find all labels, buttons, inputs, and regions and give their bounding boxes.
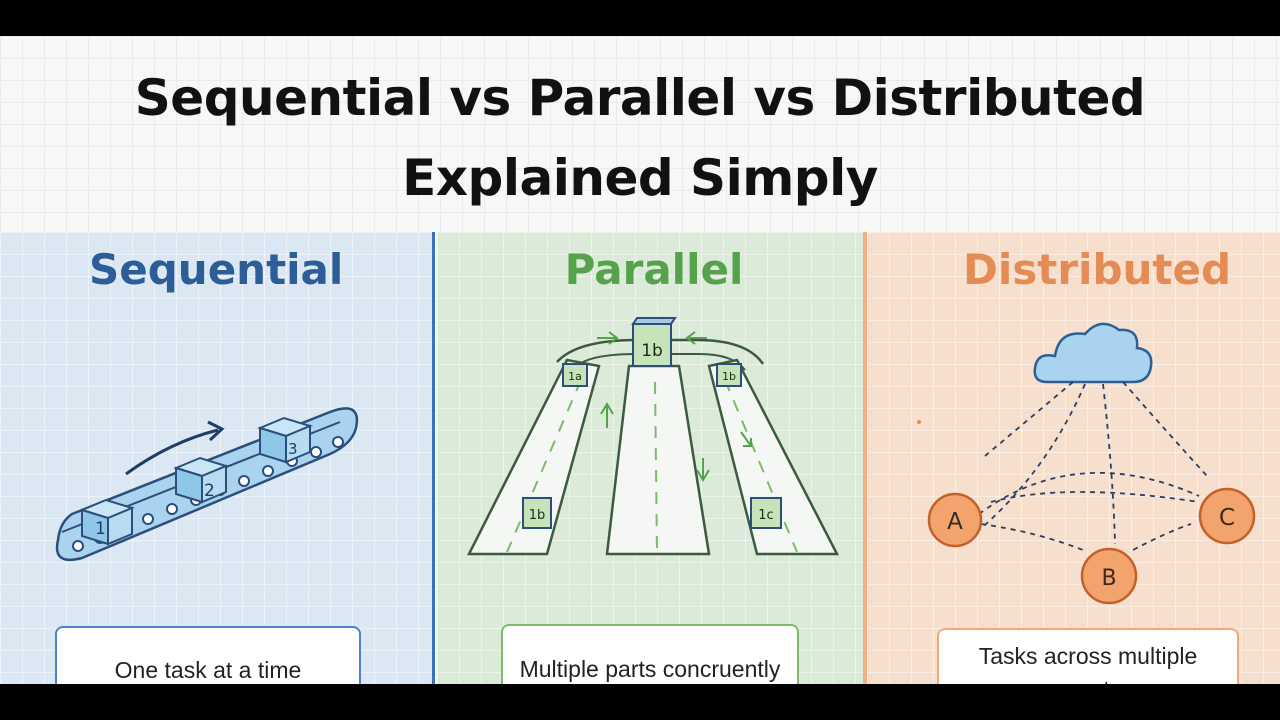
network-links [976, 381, 1208, 551]
distributed-network-illustration: A B C [917, 322, 1256, 605]
lane-right [707, 358, 840, 556]
sequential-divider [432, 232, 435, 684]
distributed-caption: Tasks across multiple computers [937, 628, 1239, 684]
sequential-panel: Sequential 1 [0, 232, 432, 684]
node-c: C [1198, 487, 1256, 545]
node-b: B [1080, 547, 1138, 605]
task-box-2: 2 [173, 456, 229, 504]
task-box-1-label: 1 [95, 519, 106, 539]
node-b-label: B [1101, 566, 1116, 591]
conveyor-belt-illustration: 1 2 3 [55, 407, 359, 562]
part-box-top-label: 1b [641, 341, 663, 361]
title-line-1: Sequential vs Parallel vs Distributed [134, 69, 1146, 127]
part-box-left-low: 1b [522, 497, 552, 529]
part-box-1a-label: 1a [568, 370, 582, 383]
task-box-3: 3 [257, 416, 313, 464]
title-line-2: Explained Simply [402, 149, 878, 207]
part-box-1c-label: 1c [758, 508, 773, 523]
part-box-left-low-label: 1b [529, 508, 546, 523]
parallel-caption: Multiple parts concruently [501, 624, 799, 684]
part-box-1c: 1c [750, 497, 782, 529]
node-a: A [927, 492, 983, 548]
part-box-right-top-label: 1b [722, 370, 736, 383]
distributed-heading: Distributed [963, 245, 1232, 294]
parallel-lanes-illustration: 1b 1a 1b 1b 1c [466, 317, 840, 556]
sequential-caption: One task at a time [55, 626, 361, 684]
distributed-panel: Distributed A B [867, 232, 1280, 684]
slide-frame: Sequential vs Parallel vs Distributed Ex… [0, 36, 1280, 684]
lane-left [466, 358, 601, 556]
slide-title: Sequential vs Parallel vs Distributed Ex… [0, 58, 1280, 218]
task-box-3-label: 3 [288, 440, 298, 458]
cloud-icon [1033, 322, 1153, 384]
lane-center [605, 364, 711, 556]
part-box-right-top: 1b [716, 363, 742, 387]
part-box-1a: 1a [562, 363, 588, 387]
sequential-heading: Sequential [89, 245, 344, 294]
node-c-label: C [1219, 505, 1235, 531]
parallel-panel: Parallel [437, 232, 863, 684]
task-box-1: 1 [79, 498, 135, 546]
parallel-divider [863, 232, 867, 684]
parallel-heading: Parallel [564, 245, 744, 294]
node-a-label: A [947, 509, 963, 535]
part-box-top: 1b [631, 317, 677, 367]
direction-arrow [125, 428, 219, 476]
task-box-2-label: 2 [204, 481, 215, 501]
